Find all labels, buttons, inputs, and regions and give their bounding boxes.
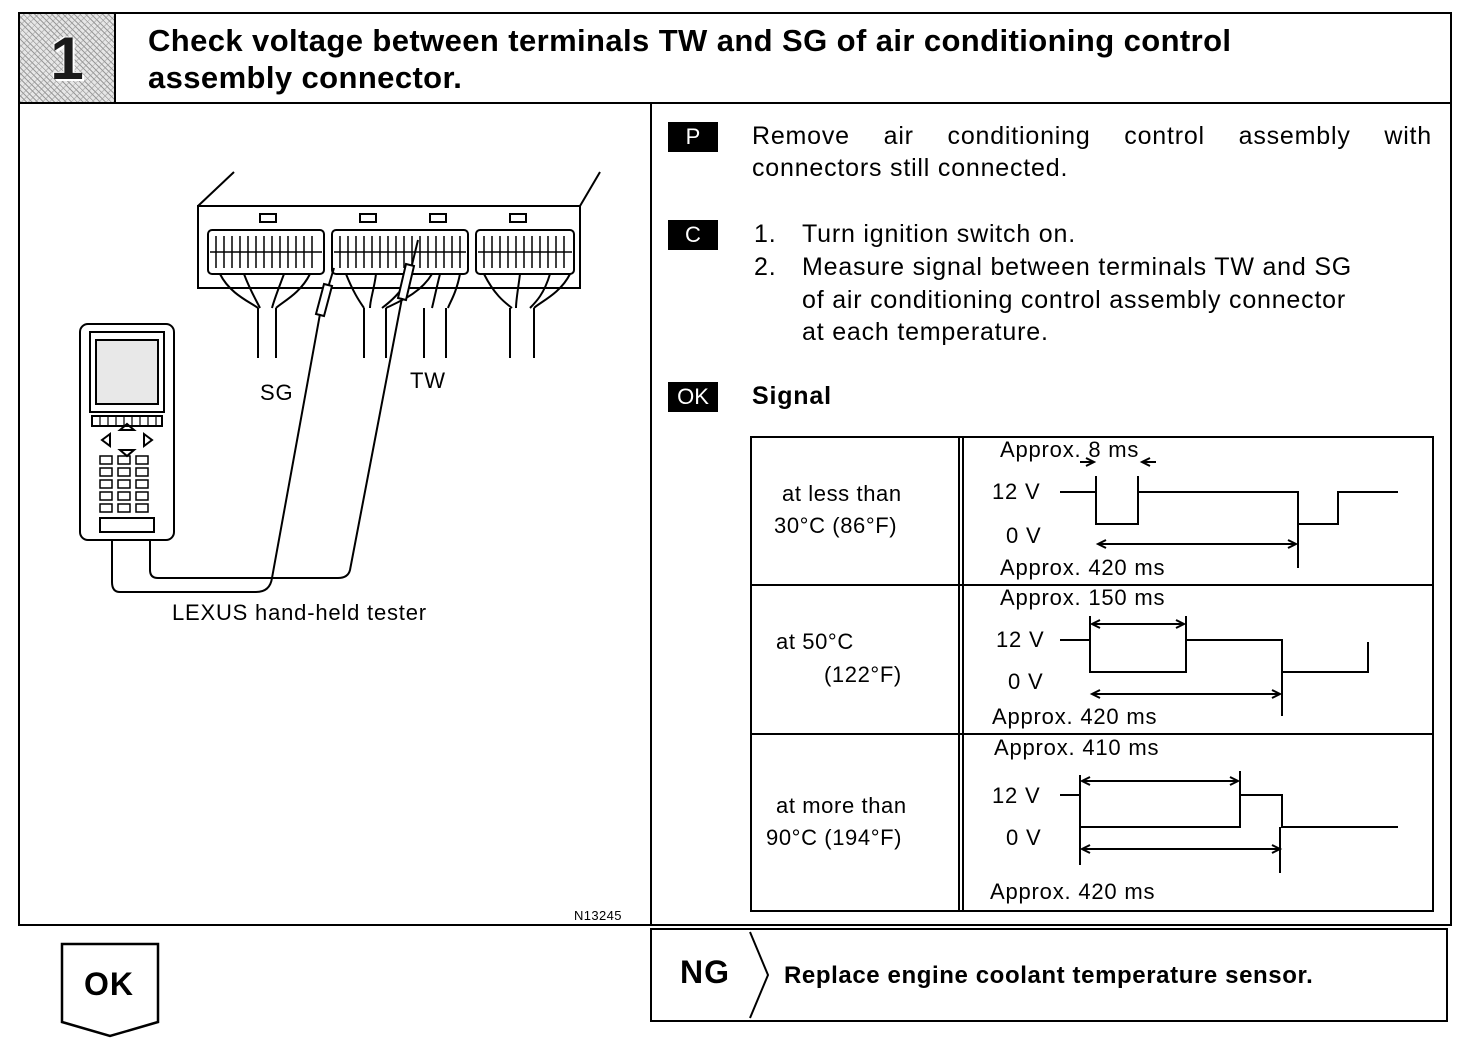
content-box — [18, 102, 1452, 926]
figure-code: N13245 — [574, 908, 622, 923]
row3-waveform — [1060, 771, 1398, 873]
step-2-line3: at each temperature. — [802, 318, 1049, 346]
row3-condition-line2: 90°C (194°F) — [766, 825, 903, 850]
signal-label: Signal — [752, 382, 832, 410]
row1-condition-line2: 30°C (86°F) — [774, 513, 898, 538]
terminal-tw-label: TW — [410, 368, 446, 393]
row3-low-label: 0 V — [1006, 825, 1042, 850]
instruction-p-line2: connectors still connected. — [752, 154, 1069, 182]
row2-top-label: Approx. 150 ms — [1000, 585, 1166, 610]
ng-chevron-icon — [749, 931, 770, 1019]
ng-result-box — [650, 928, 1448, 1022]
step-number: 1 — [50, 24, 84, 92]
row2-high-label: 12 V — [996, 627, 1045, 652]
row1-bottom-label: Approx. 420 ms — [1000, 555, 1166, 580]
ng-result-label: NG — [680, 954, 730, 990]
step-2-number: 2. — [754, 253, 777, 281]
ok-result-box — [60, 942, 160, 1038]
row3-high-label: 12 V — [992, 783, 1041, 808]
step-title-line2: assembly connector. — [148, 60, 463, 95]
signal-table-row-rule — [750, 733, 1434, 735]
row3-condition-line1: at more than — [776, 793, 907, 818]
ng-result-action: Replace engine coolant temperature senso… — [784, 962, 1314, 989]
signal-table — [750, 436, 1434, 912]
row1-top-label: Approx. 8 ms — [1000, 437, 1140, 462]
row1-high-label: 12 V — [992, 479, 1041, 504]
ok-result-label: OK — [84, 966, 134, 1002]
signal-table-row-rule — [750, 584, 1434, 586]
row2-low-label: 0 V — [1008, 669, 1044, 694]
badge-ok: OK — [668, 382, 718, 412]
step-1-text: Turn ignition switch on. — [802, 220, 1076, 248]
row2-condition-line2: (122°F) — [824, 662, 902, 687]
instruction-p-line1: Remove air conditioning control assembly… — [752, 122, 1432, 150]
step-title: Check voltage between terminals TW and S… — [148, 22, 1428, 96]
row1-condition-line1: at less than — [782, 481, 902, 506]
step-number-badge: 1 — [20, 14, 116, 102]
row1-low-label: 0 V — [1006, 523, 1042, 548]
connector-tester-illustration — [79, 171, 601, 593]
step-1-number: 1. — [754, 220, 777, 248]
row2-waveform — [1060, 616, 1369, 716]
row3-bottom-label: Approx. 420 ms — [990, 879, 1156, 904]
step-title-line1: Check voltage between terminals TW and S… — [148, 23, 1232, 58]
terminal-sg-label: SG — [260, 380, 294, 405]
step-2-text: Measure signal between terminals TW and … — [802, 253, 1353, 281]
badge-c: C — [668, 220, 718, 250]
tester-label: LEXUS hand-held tester — [172, 600, 427, 625]
row3-top-label: Approx. 410 ms — [994, 735, 1160, 760]
signal-table-column-rule — [958, 436, 964, 912]
badge-p: P — [668, 122, 718, 152]
step-2-line2: of air conditioning control assembly con… — [802, 286, 1347, 314]
row2-condition-line1: at 50°C — [776, 629, 854, 654]
column-divider — [650, 104, 652, 926]
row1-waveform — [1060, 457, 1398, 568]
row2-bottom-label: Approx. 420 ms — [992, 704, 1158, 729]
